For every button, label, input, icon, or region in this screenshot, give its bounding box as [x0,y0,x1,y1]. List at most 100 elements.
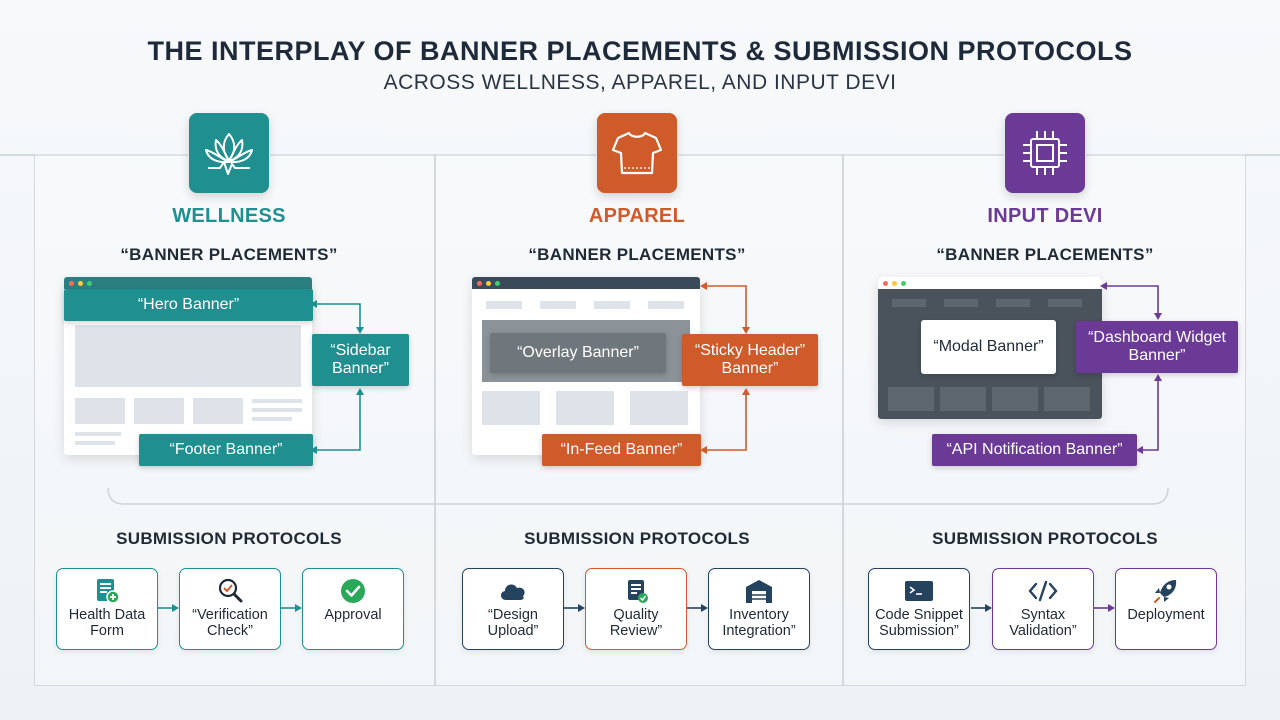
nav-block [540,301,576,309]
window-dot [69,280,74,286]
check-circle-icon [341,579,365,603]
hero-banner: “Hero Banner” [64,289,313,321]
protocol-design-upload: “Design Upload” [462,568,564,650]
flow-arrow [564,604,585,612]
placements-heading-apparel: “BANNER PLACEMENTS” [528,245,746,264]
content-block [482,391,540,425]
content-block [940,387,986,411]
protocol-label: Health Data Form [68,607,146,639]
cloud-upload-icon [500,584,525,600]
content-block [75,398,125,424]
apparel-category-icon [597,113,677,193]
text-line [252,417,292,421]
protocol-deployment: Deployment [1115,568,1217,650]
text-line [252,399,302,403]
terminal-icon [905,581,933,601]
window-dot [883,280,888,286]
browser-titlebar [878,277,1102,289]
protocol-code-snippet-submission: Code Snippet Submission” [868,568,970,650]
page-subtitle: ACROSS WELLNESS, APPAREL, AND INPUT DEVI [383,71,897,94]
protocols-heading-apparel: SUBMISSION PROTOCOLS [524,529,750,548]
content-block [630,391,688,425]
rocket-icon [1154,580,1177,603]
window-dot [87,280,92,286]
content-block [193,398,243,424]
nav-block [996,299,1030,307]
section-bracket [107,487,1169,505]
warehouse-icon [746,580,772,603]
flow-arrow [687,604,708,612]
protocols-heading-wellness: SUBMISSION PROTOCOLS [116,529,342,548]
protocol-label: Deployment [1127,607,1205,623]
overlay-banner: “Overlay Banner” [490,333,666,373]
content-block [134,398,184,424]
protocol-label: Inventory Integration” [722,607,796,639]
window-dot [78,280,83,286]
protocol-label: Approval [324,607,382,623]
content-block [992,387,1038,411]
window-dot [486,280,491,286]
column-divider [434,154,436,686]
review-clipboard-icon [628,580,648,603]
magnifier-check-icon [218,578,243,603]
protocol-label: “Design Upload” [487,607,539,639]
api-notification-banner: “API Notification Banner” [932,434,1137,466]
text-line [75,432,121,436]
health-form-icon [97,579,120,604]
modal-banner: “Modal Banner” [921,320,1056,374]
protocol-label: Syntax Validation” [1009,607,1077,639]
nav-block [944,299,978,307]
window-dot [477,280,482,286]
tshirt-icon [612,131,662,175]
page-title: THE INTERPLAY OF BANNER PLACEMENTS & SUB… [147,36,1133,66]
text-line [252,408,302,412]
window-dot [892,280,897,286]
protocol-label: Code Snippet Submission” [875,607,963,639]
footer-banner: “Footer Banner” [139,434,313,466]
input-connector-arrows [1100,282,1162,454]
flow-arrow [971,604,992,612]
frame-line [678,154,1004,156]
protocols-heading-input-devi: SUBMISSION PROTOCOLS [932,529,1158,548]
placements-heading-input-devi: “BANNER PLACEMENTS” [936,245,1154,264]
protocol-label: “Verification Check” [192,607,268,639]
category-name-input-devi: INPUT DEVI [987,205,1103,227]
nav-block [594,301,630,309]
protocol-syntax-validation: Syntax Validation” [992,568,1094,650]
content-block [556,391,614,425]
sidebar-banner: “Sidebar Banner” [312,334,409,386]
protocol-label: Quality Review” [609,607,663,639]
browser-titlebar [472,277,700,289]
nav-block [892,299,926,307]
input-browser-mockup [878,277,1102,419]
flow-arrow [281,604,302,612]
category-name-apparel: APPAREL [588,205,686,227]
wellness-category-icon [189,113,269,193]
nav-block [1048,299,1082,307]
in-feed-banner: “In-Feed Banner” [542,434,701,466]
input-category-icon [1005,113,1085,193]
browser-titlebar [64,277,312,289]
nav-block [486,301,522,309]
protocol-quality-review: Quality Review” [585,568,687,650]
protocol-health-data-form: Health Data Form [56,568,158,650]
dashboard-widget-banner: “Dashboard Widget Banner” [1076,321,1238,373]
apparel-connector-arrows [700,282,750,454]
column-divider [842,154,844,686]
flow-arrow [1094,604,1115,612]
window-dot [495,280,500,286]
window-dot [901,280,906,286]
protocol-inventory-integration: Inventory Integration” [708,568,810,650]
content-block [888,387,934,411]
chip-icon [1023,131,1067,175]
lotus-heartbeat-icon [205,133,253,175]
protocol-verification-check: “Verification Check” [179,568,281,650]
content-block [75,325,301,387]
frame-line [0,154,188,156]
protocol-approval: Approval [302,568,404,650]
wellness-connector-arrows [310,300,364,454]
code-brackets-icon [1028,580,1058,602]
frame-line [270,154,596,156]
content-block [1044,387,1090,411]
placements-heading-wellness: “BANNER PLACEMENTS” [120,245,338,264]
